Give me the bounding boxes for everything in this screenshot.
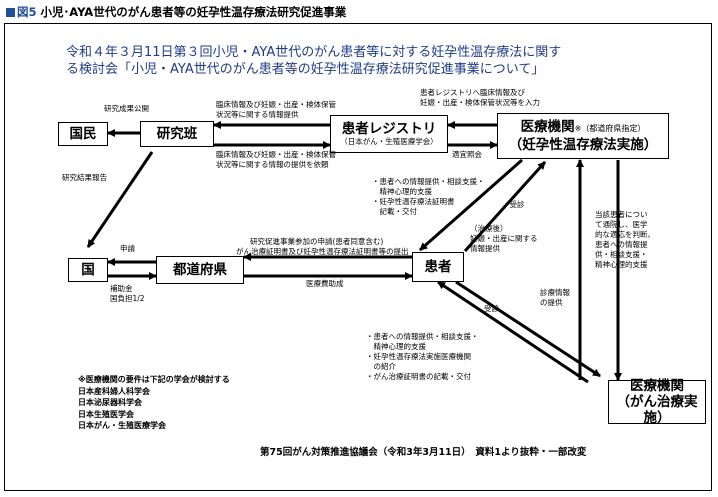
node-kokumin: 国民 — [58, 122, 108, 146]
requirements-line-1: ※医療機関の要件は下記の学会が検討する — [78, 375, 230, 384]
label-registry-input-2: 妊娠・出産・検体保管状況等を入力 — [420, 98, 540, 107]
node-iryo-ninyou-label-2: （妊孕性温存療法実施） — [508, 137, 658, 153]
label-kanja-info-bottom-3: ・妊孕性温存療法実施医療機関 — [366, 352, 471, 361]
node-iryo-ninyou: 医療機関※（都道府県指定） （妊孕性温存療法実施） — [497, 113, 669, 159]
node-iryo-ninyou-label: 医療機関 — [520, 119, 575, 135]
label-kanja-info-top-3: ・妊孕性温存療法証明書 — [372, 197, 455, 206]
node-registry-label: 患者レジストリ — [341, 121, 437, 137]
label-rinsho-top-2: 状況等に関する情報提供 — [216, 110, 299, 119]
label-jushin-bottom: 受診 — [484, 304, 499, 313]
node-registry-sub: （日本がん・生殖医療学会） — [340, 137, 438, 146]
label-sanka-2: がん治療証明書及び妊孕性温存療法証明書等の提出 — [236, 247, 409, 256]
headline-line-2: る検討会「小児・AYA世代のがん患者等の妊孕性温存療法研究促進事業について」 — [66, 62, 545, 77]
label-touga-5: 供・相談支援・ — [595, 250, 648, 259]
node-registry: 患者レジストリ （日本がん・生殖医療学会） — [330, 115, 448, 153]
node-todofuken-label: 都道府県 — [173, 262, 227, 278]
figure-title-text: 小児･AYA世代のがん患者等の妊孕性温存療法研究促進事業 — [40, 5, 347, 19]
label-kanja-info-top: ・患者への情報提供・相談支援・ 精神心理的支援 ・妊孕性温存療法証明書 記載・交… — [372, 177, 485, 217]
node-iryo-gan-label-2: （がん治療実施） — [616, 394, 698, 426]
label-kanja-info-bottom-4: の紹介 — [366, 362, 396, 371]
label-kanja-info-top-2: 精神心理的支援 — [372, 187, 432, 196]
arrow-gan-to-kanja — [437, 280, 589, 384]
label-rinsho-top-1: 臨床情報及び妊娠・出産・検体保管 — [216, 100, 336, 109]
node-kuni: 国 — [68, 258, 108, 282]
arrow-kanja-to-iryo — [463, 160, 547, 253]
label-tekitsu: 適宜照会 — [452, 150, 482, 159]
label-kanja-info-bottom-2: 精神心理的支援 — [366, 342, 426, 351]
arrow-kanja-to-gan — [455, 280, 601, 378]
node-kuni-label: 国 — [81, 262, 95, 278]
label-chiryogo-3: 情報提供 — [470, 244, 500, 253]
label-rinsho-bottom-1: 臨床情報及び妊娠・出産・検体保管 — [216, 150, 336, 159]
label-touga-3: 的な適応を判断、 — [595, 230, 655, 239]
label-rinsho-top: 臨床情報及び妊娠・出産・検体保管 状況等に関する情報提供 — [216, 100, 336, 120]
label-registry-input: 患者レジストリへ臨床情報及び 妊娠・出産・検体保管状況等を入力 — [420, 88, 540, 108]
label-kanja-info-bottom-5: ・がん治療証明書の記載・交付 — [366, 372, 471, 381]
source-note: 第75回がん対策推進協議会（令和3年3月11日） 資料1より抜粋・一部改変 — [260, 447, 587, 458]
requirements-note: ※医療機関の要件は下記の学会が検討する 日本産科婦人科学会 日本泌尿器科学会 日… — [78, 374, 230, 432]
label-touga-4: 患者への情報提 — [595, 240, 648, 249]
requirements-line-4: 日本生殖医学会 — [78, 409, 134, 419]
node-kanja-label: 患者 — [424, 259, 452, 275]
label-kanja-info-bottom: ・患者への情報提供・相談支援・ 精神心理的支援 ・妊孕性温存療法実施医療機関 の… — [366, 332, 479, 382]
figure-number: 図5 — [17, 5, 37, 19]
headline-line-1: 令和４年３月11日第３回小児・AYA世代のがん患者等に対する妊孕性温存療法に関す — [66, 45, 562, 60]
node-iryo-gan: 医療機関 （がん治療実施） — [608, 378, 706, 426]
requirements-line-5: 日本がん・生殖医療学会 — [78, 421, 166, 430]
node-kokumin-label: 国民 — [69, 126, 97, 142]
node-iryo-gan-label: 医療機関 — [630, 378, 684, 394]
diagram-frame — [4, 23, 712, 491]
node-kenkyuhan: 研究班 — [140, 121, 214, 147]
label-touga-1: 当該患者につい — [595, 210, 648, 219]
node-kenkyuhan-label: 研究班 — [156, 126, 198, 142]
label-sanka: 研究促進事業参加の申請(患者同意含む) がん治療証明書及び妊孕性温存療法証明書等… — [236, 237, 409, 257]
label-chiryogo: （治療後） 妊娠・出産に関する 情報提供 — [470, 224, 538, 254]
label-kanja-info-bottom-1: ・患者への情報提供・相談支援・ — [366, 332, 479, 341]
label-hojo-1: 補助金 — [110, 284, 133, 293]
arrow-iryo-to-kanja — [419, 158, 523, 252]
title-square-icon — [6, 8, 15, 17]
label-rinsho-bottom: 臨床情報及び妊娠・出産・検体保管 状況等に関する情報の提供を依頼 — [216, 150, 336, 170]
label-jushin-top: ・受診 — [502, 200, 525, 209]
label-rinsho-bottom-2: 状況等に関する情報の提供を依頼 — [216, 160, 329, 169]
headline: 令和４年３月11日第３回小児・AYA世代のがん患者等に対する妊孕性温存療法に関す… — [66, 44, 666, 78]
label-shinryo-2: の提供 — [540, 298, 563, 307]
requirements-line-2: 日本産科婦人科学会 — [78, 386, 150, 396]
figure-title: 図5 小児･AYA世代のがん患者等の妊孕性温存療法研究促進事業 — [6, 4, 346, 20]
label-shinsei: 申請 — [120, 244, 135, 253]
label-registry-input-1: 患者レジストリへ臨床情報及び — [420, 88, 525, 97]
label-touga-2: て通院し、医学 — [595, 220, 648, 229]
label-hojo-2: 国負担1/2 — [110, 294, 145, 303]
label-touga: 当該患者につい て通院し、医学 的な適応を判断、 患者への情報提 供・相談支援・… — [595, 210, 655, 270]
label-iryohi: 医療費助成 — [306, 279, 344, 288]
requirements-line-3: 日本泌尿器科学会 — [78, 398, 142, 407]
label-kenkyu-kekka: 研究結果報告 — [62, 173, 107, 182]
label-chiryogo-2: 妊娠・出産に関する — [470, 234, 538, 243]
node-kanja: 患者 — [412, 252, 464, 282]
label-hojo: 補助金 国負担1/2 — [110, 284, 145, 304]
label-kanja-info-top-1: ・患者への情報提供・相談支援・ — [372, 177, 485, 186]
label-shinryo: 診療情報 の提供 — [540, 288, 570, 308]
label-chiryogo-1: （治療後） — [470, 224, 508, 233]
label-sanka-1: 研究促進事業参加の申請(患者同意含む) — [250, 237, 384, 246]
label-touga-6: 精神心理的支援 — [595, 260, 648, 269]
label-kenkyu-seika: 研究成果公開 — [104, 104, 149, 113]
label-shinryo-1: 診療情報 — [540, 288, 570, 297]
label-kanja-info-top-4: 記載・交付 — [372, 207, 417, 216]
arrow-kenkyuhan-to-kuni — [86, 151, 154, 248]
node-iryo-ninyou-note: ※（都道府県指定） — [574, 124, 646, 133]
node-todofuken: 都道府県 — [156, 256, 244, 284]
